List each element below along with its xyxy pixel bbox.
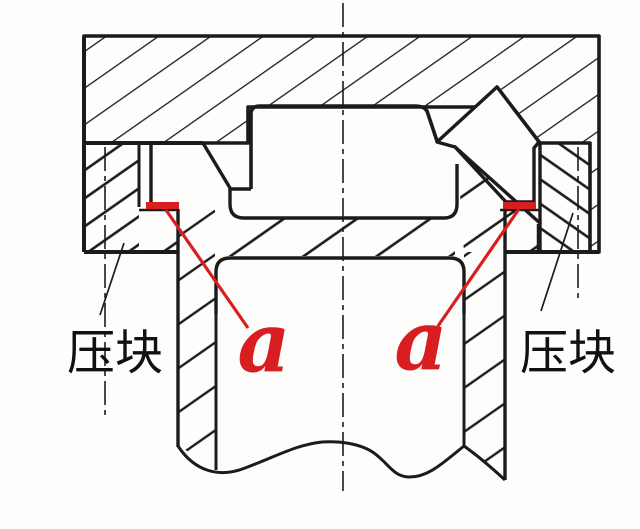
right-wall-hatch [464, 252, 505, 479]
die-shank [151, 104, 599, 482]
right-block-hatch [540, 143, 590, 252]
boss-left-step [228, 187, 251, 204]
right-block-label: 压块 [520, 327, 616, 380]
right-clamp-block [538, 143, 592, 252]
block-labels: 压块 压块 [67, 212, 616, 380]
gap-annotations: a a [146, 202, 536, 391]
gap-mark-left [146, 202, 179, 209]
right-flange-hatch [457, 151, 538, 252]
right-label-leader [540, 212, 574, 312]
left-block-hatch [84, 143, 139, 252]
left-wall-hatch [179, 210, 215, 468]
body-top-outline [214, 256, 466, 314]
gap-label-left: a [237, 295, 290, 391]
gap-leader-left [164, 209, 250, 329]
left-clamp-block [84, 141, 232, 254]
flange-top-line [228, 164, 459, 220]
flange-band-hatch [222, 219, 455, 256]
gap-label-right: a [394, 293, 447, 389]
left-block-label: 压块 [67, 327, 163, 380]
left-flange-hatch [151, 210, 178, 252]
axis-lines [104, 3, 579, 491]
left-label-leader [99, 242, 125, 316]
break-wavy-line [176, 440, 507, 482]
left-block-nose-chamfer [201, 142, 232, 189]
gap-leader-right [436, 208, 521, 327]
boss-head-outline [249, 104, 439, 189]
gap-mark-right [503, 202, 536, 209]
